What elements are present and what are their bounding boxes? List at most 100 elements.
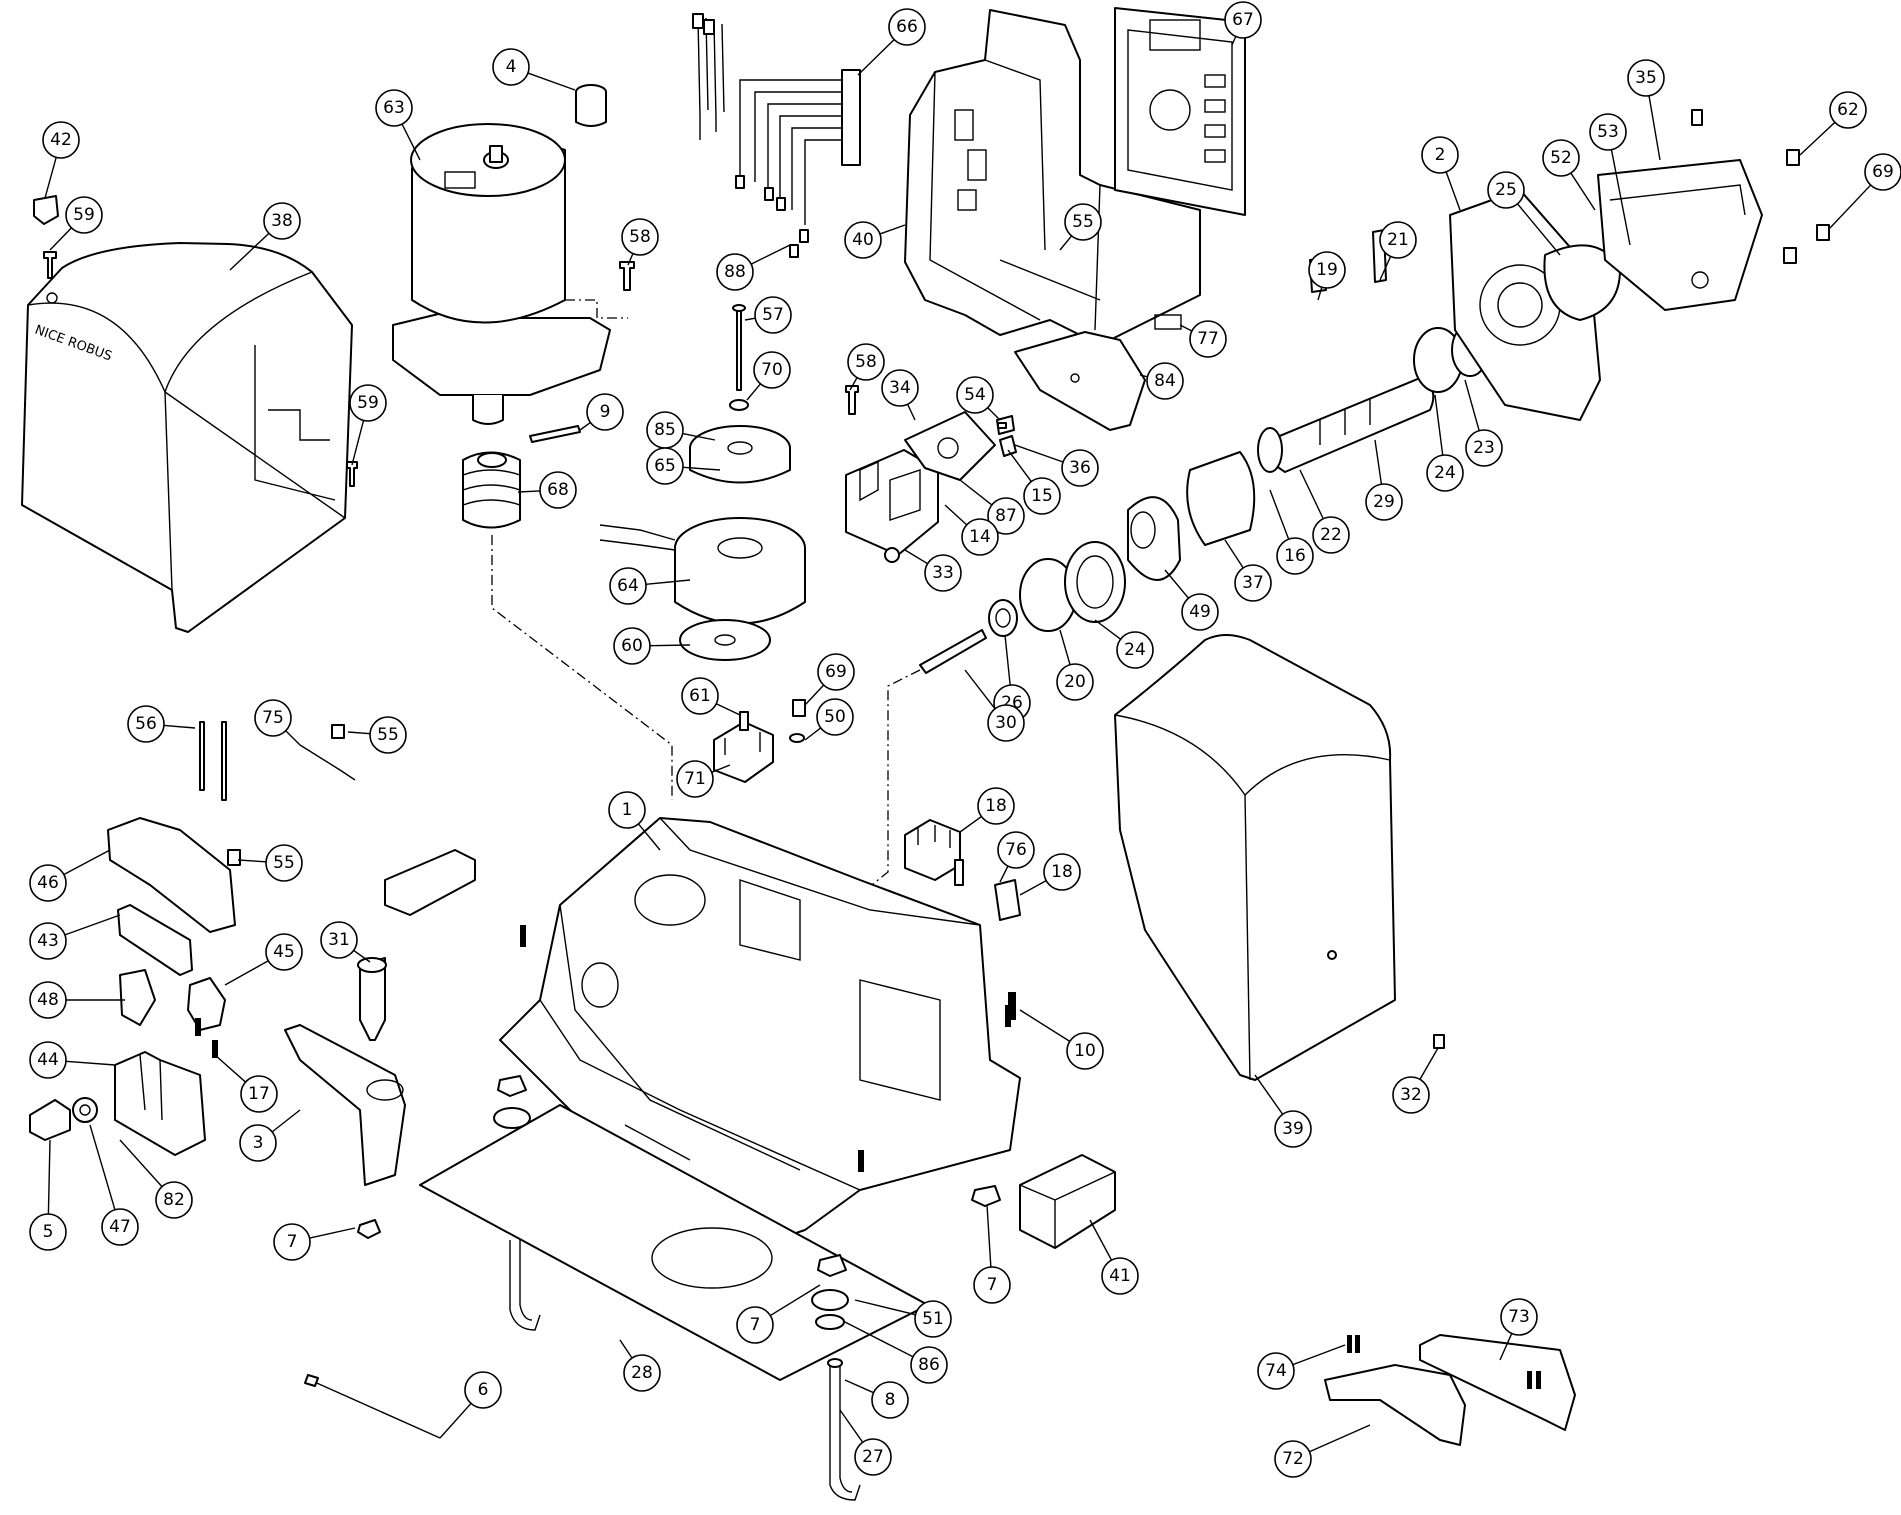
callout-50: 50 — [804, 698, 854, 741]
callout-number: 30 — [995, 713, 1017, 733]
cap-part — [33, 195, 59, 225]
callout-leader-line — [47, 1139, 51, 1215]
end-cap-part — [1019, 1154, 1116, 1249]
callout-10: 10 — [1019, 1009, 1104, 1070]
gearbox-flange-part — [1449, 109, 1830, 421]
callout-76: 76 — [997, 831, 1035, 883]
callout-leader-line — [1464, 379, 1480, 431]
callout-6: 6 — [439, 1371, 502, 1439]
callout-leader-line — [1231, 36, 1237, 46]
callout-number: 58 — [629, 227, 651, 247]
wire-harness-part — [692, 13, 861, 258]
callout-bubble — [375, 89, 413, 127]
callout-67: 67 — [1224, 1, 1262, 46]
callout-bubble — [736, 1306, 774, 1344]
callout-bubble — [871, 1381, 909, 1419]
callout-number: 55 — [273, 853, 295, 873]
limit-switch-part — [845, 411, 1017, 563]
callout-40: 40 — [844, 221, 906, 259]
callout-bubble — [609, 567, 647, 605]
callout-number: 67 — [1232, 10, 1254, 30]
callout-bubble — [914, 1300, 952, 1338]
callout-69: 69 — [804, 653, 855, 706]
callout-leader-line — [627, 253, 634, 266]
callout-number: 32 — [1400, 1085, 1422, 1105]
callout-bubble — [239, 1124, 277, 1162]
callout-leader-line — [769, 1284, 821, 1317]
worm-screw-part — [462, 425, 673, 800]
callout-3: 3 — [239, 1109, 301, 1162]
callout-bubble — [42, 121, 80, 159]
callout-leader-line — [1019, 880, 1047, 896]
callout-bubble — [754, 296, 792, 334]
callout-bubble — [464, 1371, 502, 1409]
callout-2: 2 — [1421, 136, 1461, 211]
callout-bubble — [155, 1181, 193, 1219]
callout-57: 57 — [744, 296, 792, 334]
callout-42: 42 — [42, 121, 80, 199]
callout-leader-line — [619, 1339, 633, 1359]
callout-number: 62 — [1837, 100, 1859, 120]
callout-bubble — [1500, 1298, 1538, 1336]
callout-85: 85 — [646, 411, 716, 449]
callout-leader-line — [271, 1109, 301, 1133]
callout-leader-line — [711, 764, 731, 773]
callout-bubble — [961, 518, 999, 556]
callout-leader-line — [944, 504, 968, 526]
callout-bubble — [1146, 362, 1184, 400]
callout-number: 59 — [357, 393, 379, 413]
callout-88: 88 — [716, 244, 791, 291]
callout-bubble — [29, 1041, 67, 1079]
callout-leader-line — [1516, 203, 1561, 256]
callout-bubble — [1023, 477, 1061, 515]
callout-number: 84 — [1154, 371, 1176, 391]
callout-number: 18 — [1051, 862, 1073, 882]
callout-number: 36 — [1069, 458, 1091, 478]
callout-bubble — [29, 981, 67, 1019]
callout-22: 22 — [1299, 469, 1350, 554]
callout-leader-line — [1292, 1344, 1346, 1366]
callout-number: 23 — [1473, 438, 1495, 458]
callout-number: 33 — [932, 563, 954, 583]
callout-number: 42 — [50, 130, 72, 150]
callout-bubble — [997, 831, 1035, 869]
callout-58: 58 — [847, 343, 885, 391]
callout-number: 27 — [862, 1447, 884, 1467]
callout-34: 34 — [881, 369, 919, 421]
callout-number: 19 — [1316, 260, 1338, 280]
anchor-rod-part — [304, 1240, 861, 1501]
callout-bubble — [265, 933, 303, 971]
callout-leader-line — [89, 1124, 116, 1210]
callout-leader-line — [907, 404, 916, 421]
callout-number: 55 — [377, 725, 399, 745]
callout-leader-line — [750, 244, 791, 265]
callout-bubble — [265, 844, 303, 882]
callout-7: 7 — [973, 1204, 1011, 1304]
callout-leader-line — [1799, 121, 1836, 156]
callout-number: 74 — [1265, 1361, 1287, 1381]
callout-number: 69 — [825, 662, 847, 682]
callout-number: 24 — [1434, 463, 1456, 483]
callout-leader-line — [804, 727, 822, 741]
callout-number: 44 — [37, 1050, 59, 1070]
callout-bubble — [816, 698, 854, 736]
callout-leader-line — [746, 383, 762, 401]
callout-number: 75 — [262, 708, 284, 728]
callout-24: 24 — [1426, 394, 1464, 492]
callout-number: 58 — [855, 352, 877, 372]
callout-leader-line — [1299, 469, 1324, 520]
callout-leader-line — [353, 949, 371, 963]
callout-61: 61 — [681, 677, 741, 716]
callout-55: 55 — [237, 844, 303, 882]
callout-4: 4 — [492, 48, 576, 91]
callout-7: 7 — [273, 1223, 356, 1261]
callout-bubble — [977, 787, 1015, 825]
callout-leader-line — [839, 1409, 864, 1443]
callout-18: 18 — [959, 787, 1015, 833]
callout-bubble — [854, 1438, 892, 1476]
callout-leader-line — [527, 72, 576, 91]
callout-leader-line — [1445, 171, 1461, 211]
callout-leader-line — [959, 815, 982, 833]
